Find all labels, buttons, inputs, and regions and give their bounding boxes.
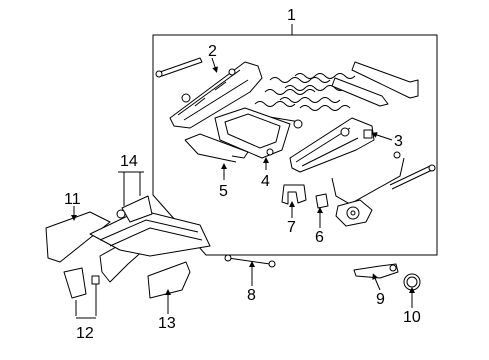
part-11-seat-cushion-frame xyxy=(45,209,211,283)
callout-6: 6 xyxy=(315,229,324,246)
part-6-clip xyxy=(315,193,329,209)
callout-12: 12 xyxy=(76,325,94,342)
part-5-wire-frame xyxy=(184,133,249,163)
callout-9: 9 xyxy=(376,291,385,308)
callout-10: 10 xyxy=(403,309,421,326)
callout-7: 7 xyxy=(287,219,296,236)
callout-11: 11 xyxy=(64,191,81,208)
callout-2: 2 xyxy=(208,43,217,60)
seat-motor xyxy=(335,199,373,227)
part-10-knob xyxy=(403,273,421,291)
callout-4: 4 xyxy=(261,173,270,190)
part-7-bracket xyxy=(281,184,307,205)
callout-8: 8 xyxy=(247,287,256,304)
callout-13: 13 xyxy=(158,315,176,332)
callout-5: 5 xyxy=(219,183,228,200)
cables xyxy=(331,151,436,205)
callout-labels: 1 2 3 4 5 6 7 8 9 10 11 12 13 14 xyxy=(64,7,421,342)
part-12-covers xyxy=(63,267,100,299)
leader-lines xyxy=(71,24,415,319)
callout-3: 3 xyxy=(394,133,403,150)
part-3-seat-track-right xyxy=(289,117,375,173)
assembly-outline xyxy=(152,34,438,256)
seat-rails-upper xyxy=(331,61,419,107)
callout-1: 1 xyxy=(287,7,296,24)
part-2-seat-track-left xyxy=(155,57,263,129)
part-9-lever xyxy=(353,263,399,279)
part-4-seat-frame xyxy=(214,107,291,159)
part-13-side-cover xyxy=(147,261,191,299)
callout-14: 14 xyxy=(120,153,138,170)
part-14-riser xyxy=(116,195,153,223)
part-8-harness xyxy=(224,254,276,268)
